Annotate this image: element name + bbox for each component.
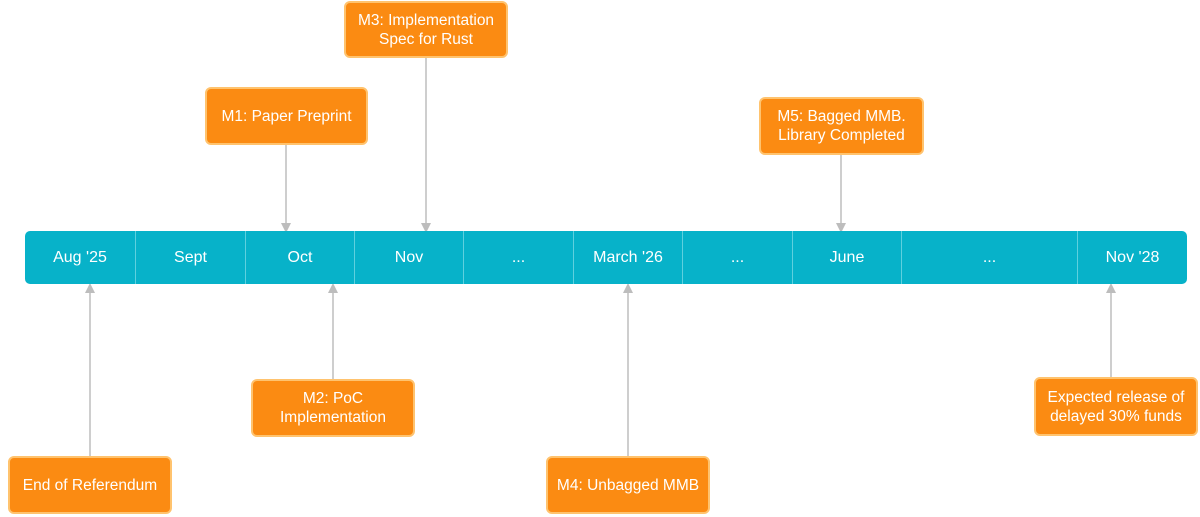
milestone-m3-box: M3: Implementation Spec for Rust (344, 1, 508, 58)
end-of-referendum-box: End of Referendum (8, 456, 172, 514)
milestone-m4-box: M4: Unbagged MMB (546, 456, 710, 514)
timeline-segment-march-26: March '26 (574, 231, 683, 284)
milestone-m5-box: M5: Bagged MMB. Library Completed (759, 97, 924, 155)
timeline-segment-ellipsis-3: ... (902, 231, 1078, 284)
timeline-segment-june: June (793, 231, 902, 284)
timeline-segment-nov: Nov (355, 231, 464, 284)
timeline-bar: Aug '25 Sept Oct Nov ... March '26 ... J… (25, 231, 1187, 284)
timeline-segment-sept: Sept (136, 231, 246, 284)
milestone-m2-box: M2: PoC Implementation (251, 379, 415, 437)
milestone-m1-box: M1: Paper Preprint (205, 87, 368, 145)
timeline-segment-ellipsis-1: ... (464, 231, 574, 284)
timeline-segment-ellipsis-2: ... (683, 231, 793, 284)
funds-release-box: Expected release of delayed 30% funds (1034, 377, 1198, 436)
timeline-segment-nov-28: Nov '28 (1105, 248, 1160, 266)
timeline-segment-oct: Oct (246, 231, 355, 284)
timeline-segment-aug-25: Aug '25 (25, 231, 136, 284)
